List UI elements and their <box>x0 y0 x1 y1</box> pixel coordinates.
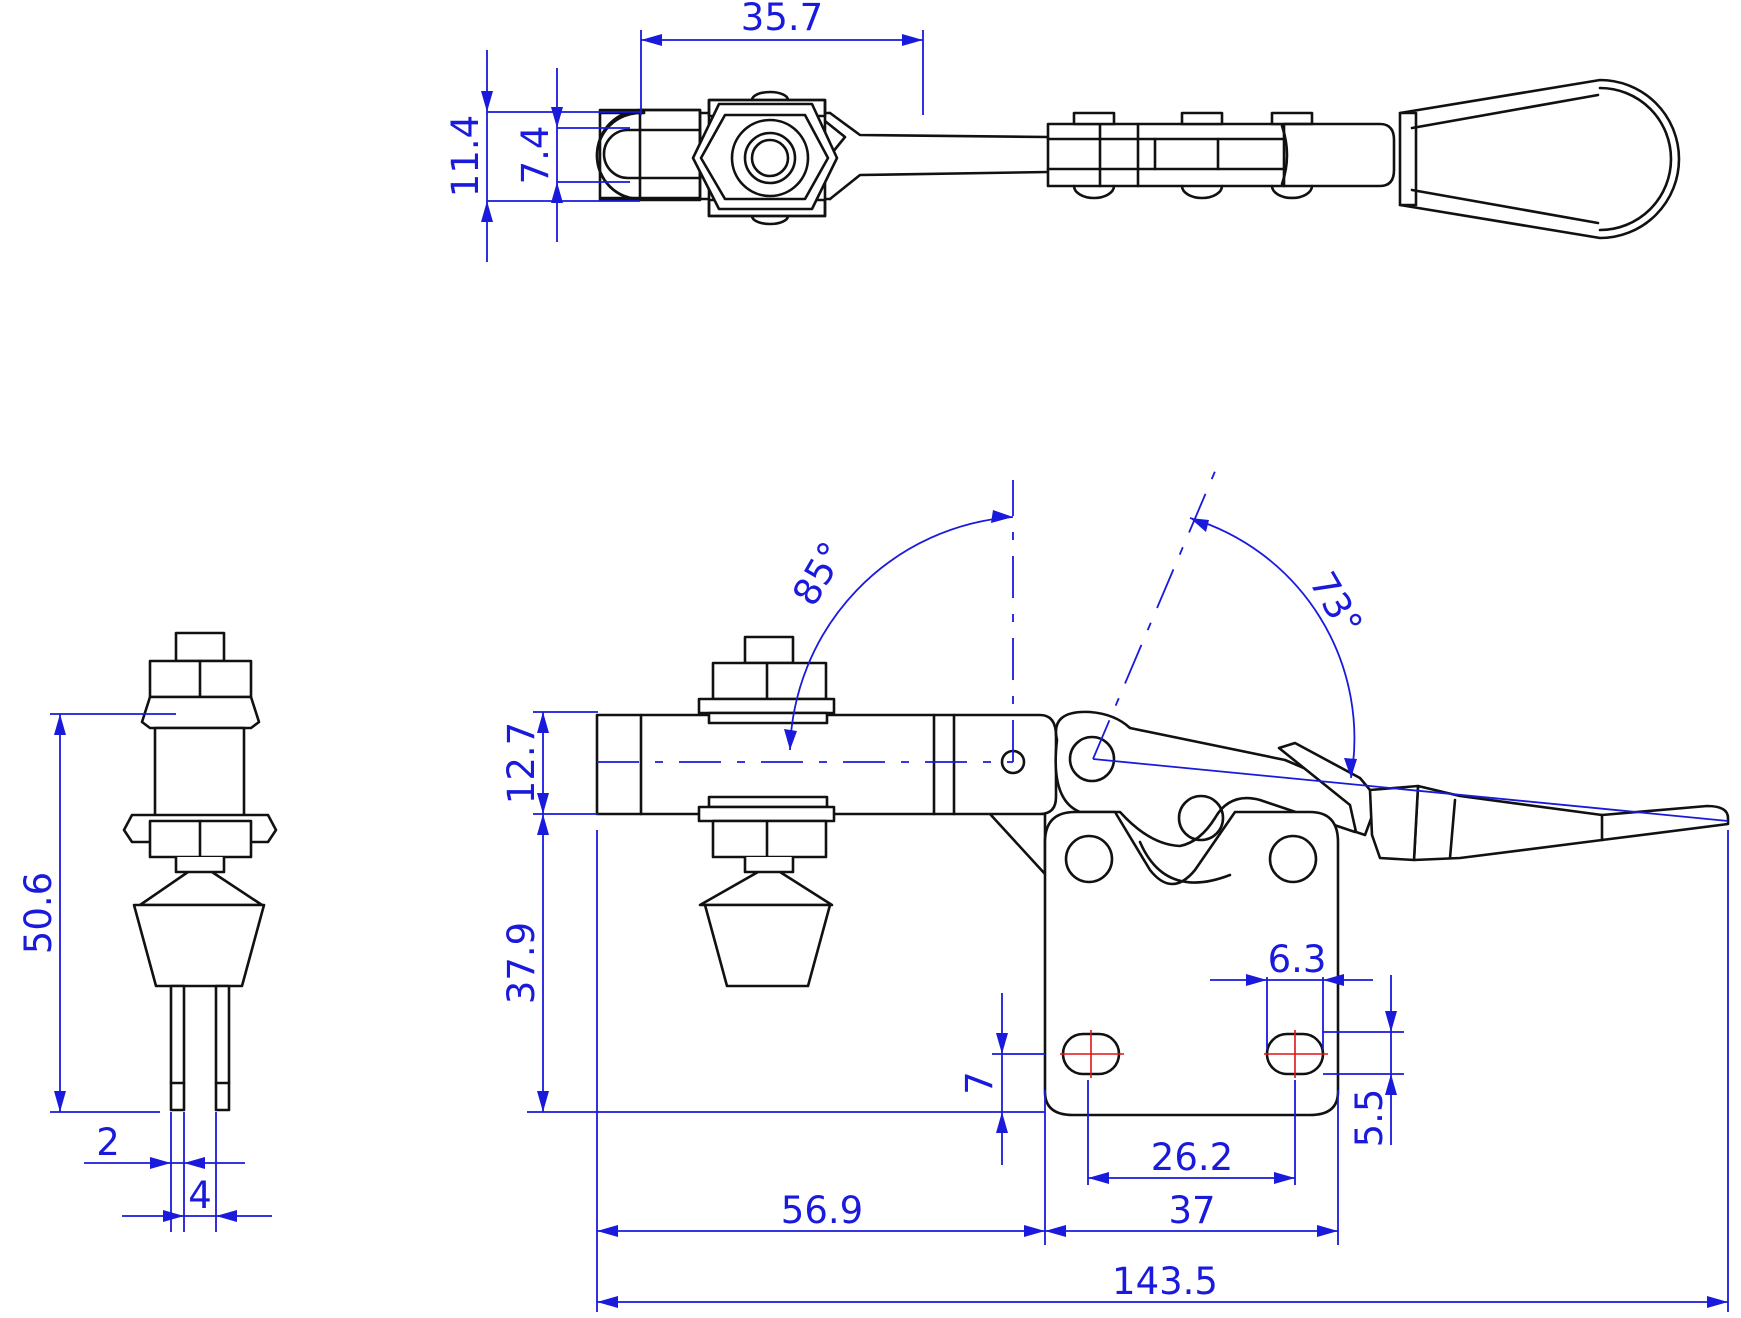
dim-top-length: 35.7 <box>741 0 823 39</box>
dim-base-height: 37.9 <box>500 922 543 1004</box>
dim-top-height-outer: 11.4 <box>444 115 487 197</box>
front-view-spindle <box>697 635 836 988</box>
dim-hole-spacing: 26.2 <box>1151 1136 1233 1179</box>
front-view-center-marks <box>1060 1030 1328 1078</box>
dim-hole-edge-offset: 7 <box>958 1071 1001 1095</box>
top-view <box>595 78 1681 240</box>
dim-arm-height: 12.7 <box>500 722 543 804</box>
side-view <box>122 631 278 1112</box>
top-view-linkage <box>1046 111 1396 200</box>
dim-base-width: 37 <box>1168 1189 1215 1232</box>
top-view-handle <box>1398 78 1681 240</box>
dim-open-angle: 85° <box>784 535 854 613</box>
dim-top-height-inner: 7.4 <box>514 126 557 185</box>
dim-hole-vertical-edge: 5.5 <box>1348 1089 1391 1148</box>
dim-side-height: 50.6 <box>17 872 60 954</box>
dim-handle-angle: 73° <box>1301 565 1371 643</box>
dim-hole-slot-length: 6.3 <box>1268 938 1327 981</box>
front-view-dim-lines <box>597 461 1729 822</box>
front-view <box>595 461 1730 1117</box>
front-view-handle <box>1277 741 1730 862</box>
dim-side-spindle-width: 4 <box>188 1174 212 1217</box>
front-view-arm <box>595 713 1058 876</box>
dimension-lines <box>50 30 1729 1312</box>
dim-arm-to-base: 56.9 <box>781 1189 863 1232</box>
top-view-nut <box>691 90 839 226</box>
dim-side-spindle-gap: 2 <box>96 1121 120 1164</box>
dim-overall-length: 143.5 <box>1112 1260 1218 1303</box>
